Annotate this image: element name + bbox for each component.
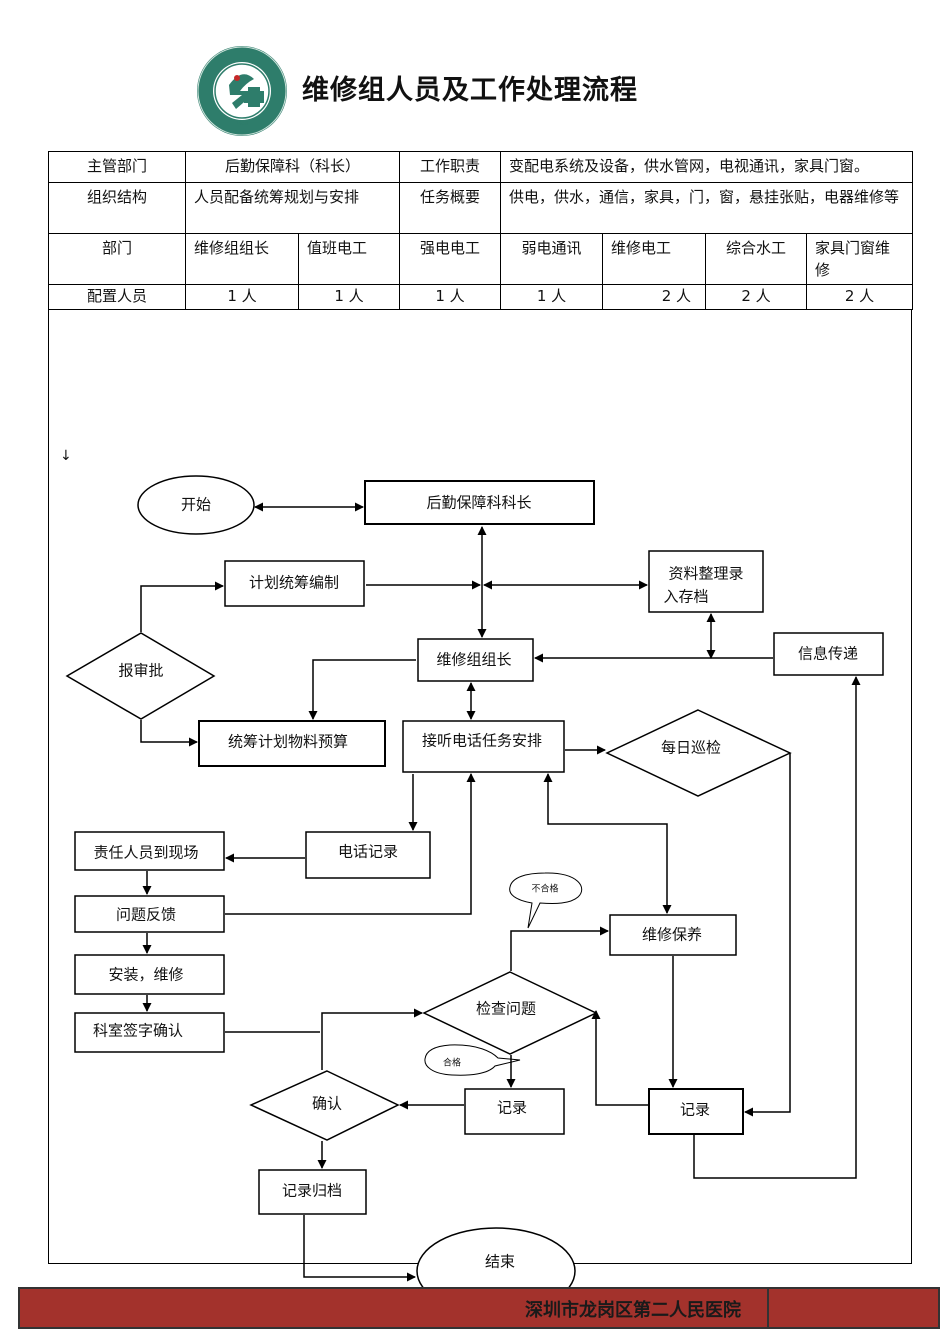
- connector: [308, 659, 416, 720]
- connector: [543, 773, 672, 914]
- logo-year: 1958: [236, 121, 249, 127]
- maintain-label: 维修保养: [642, 926, 702, 944]
- table-cell: 弱电通讯: [500, 233, 604, 285]
- qualified-callout: [424, 1044, 521, 1076]
- table-cell: 组织结构: [48, 182, 186, 234]
- plan-label: 计划统筹编制: [249, 574, 339, 592]
- unqualified-callout: [509, 872, 583, 929]
- footer-hospital-name: 深圳市龙岗区第二人民医院: [525, 1300, 741, 1321]
- feedback-node: [74, 895, 225, 933]
- chief-label: 后勤保障科科长: [426, 494, 531, 512]
- patrol-label: 每日巡检: [661, 739, 721, 757]
- phone-log-node: [305, 831, 431, 879]
- approve-label: 报审批: [118, 662, 163, 680]
- connector: [321, 1008, 423, 1070]
- table-cell: 后勤保障科（科长）: [184, 151, 401, 183]
- check-node: [422, 971, 598, 1055]
- unqualified-label: 不合格: [531, 883, 558, 895]
- page-title: 维修组人员及工作处理流程: [302, 75, 638, 106]
- table-cell: 人员配备统筹规划与安排: [184, 182, 401, 234]
- info-node: [773, 632, 884, 676]
- check-label: 检查问题: [476, 1000, 536, 1018]
- table-cell: 维修电工: [602, 233, 707, 285]
- onsite-label: 责任人员到现场: [93, 844, 198, 862]
- table-cell: 任务概要: [399, 182, 502, 234]
- phone-task-node: [402, 720, 565, 773]
- table-cell: 家具门窗维修: [806, 233, 914, 285]
- start-label: 开始: [181, 496, 211, 514]
- file-node: [258, 1169, 367, 1215]
- paragraph-marker: ↓: [60, 448, 72, 464]
- install-label: 安装，维修: [108, 966, 183, 984]
- archive-node: [648, 550, 764, 613]
- connector: [140, 581, 224, 632]
- connector: [591, 1010, 648, 1106]
- table-row: 配置人员 1 人 1 人 1 人 1 人 2 人 2 人 2 人: [48, 284, 914, 310]
- connector: [693, 676, 861, 1179]
- table-cell: 1 人: [297, 284, 401, 310]
- table-cell: 工作职责: [399, 151, 502, 183]
- table-cell: 值班电工: [297, 233, 401, 285]
- table-row: 组织结构 人员配备统筹规划与安排 任务概要 供电，供水，通信，家具，门，窗，悬挂…: [48, 182, 914, 234]
- chief-node: [364, 480, 595, 525]
- confirm-node: [249, 1070, 400, 1141]
- table-cell: 强电电工: [399, 233, 502, 285]
- confirm-label: 确认: [312, 1095, 342, 1113]
- table-row: 部门 维修组组长 值班电工 强电电工 弱电通讯 维修电工 综合水工 家具门窗维修: [48, 233, 914, 285]
- hospital-logo: 1958: [197, 46, 287, 136]
- record1-label: 记录: [497, 1099, 527, 1117]
- table-cell: 变配电系统及设备，供水管网，电视通讯，家具门窗。: [500, 151, 914, 183]
- leader-node: [417, 638, 534, 682]
- connector: [140, 720, 198, 747]
- info-label: 信息传递: [798, 645, 858, 663]
- end-label: 结束: [485, 1253, 515, 1271]
- record2-node: [648, 1088, 744, 1135]
- sign-node: [74, 1012, 225, 1053]
- onsite-node: [74, 831, 225, 871]
- approve-node: [65, 632, 216, 720]
- patrol-node: [605, 709, 792, 797]
- table-cell: 供电，供水，通信，家具，门，窗，悬挂张贴，电器维修等: [500, 182, 914, 234]
- maintain-node: [609, 914, 737, 956]
- archive-label-line1: 资料整理录: [668, 565, 743, 583]
- table-cell: 1 人: [500, 284, 604, 310]
- leader-label: 维修组组长: [436, 651, 511, 669]
- table-cell: 2 人: [806, 284, 914, 310]
- budget-label: 统筹计划物料预算: [228, 733, 348, 751]
- budget-node: [198, 720, 386, 767]
- record2-label: 记录: [680, 1101, 710, 1119]
- connector: [510, 926, 609, 971]
- connector: [303, 1215, 416, 1282]
- table-cell: 综合水工: [705, 233, 808, 285]
- phone-task-label: 接听电话任务安排: [422, 732, 542, 750]
- connector: [225, 773, 476, 915]
- footer-divider: [767, 1289, 937, 1327]
- table-cell: 配置人员: [48, 284, 186, 310]
- qualified-label: 合格: [443, 1057, 461, 1069]
- plan-node: [224, 560, 365, 607]
- sign-label: 科室签字确认: [93, 1022, 183, 1040]
- record1-node: [464, 1088, 565, 1135]
- install-node: [74, 954, 225, 995]
- table-row: 主管部门 后勤保障科（科长） 工作职责 变配电系统及设备，供水管网，电视通讯，家…: [48, 151, 914, 183]
- staffing-table: 主管部门 后勤保障科（科长） 工作职责 变配电系统及设备，供水管网，电视通讯，家…: [48, 151, 914, 310]
- file-label: 记录归档: [282, 1182, 342, 1200]
- connector: [744, 753, 791, 1117]
- feedback-label: 问题反馈: [116, 906, 176, 924]
- archive-label-line2: 入存档: [663, 588, 708, 606]
- table-cell: 2 人: [705, 284, 808, 310]
- phone-log-label: 电话记录: [338, 843, 398, 861]
- footer-band: [18, 1287, 940, 1329]
